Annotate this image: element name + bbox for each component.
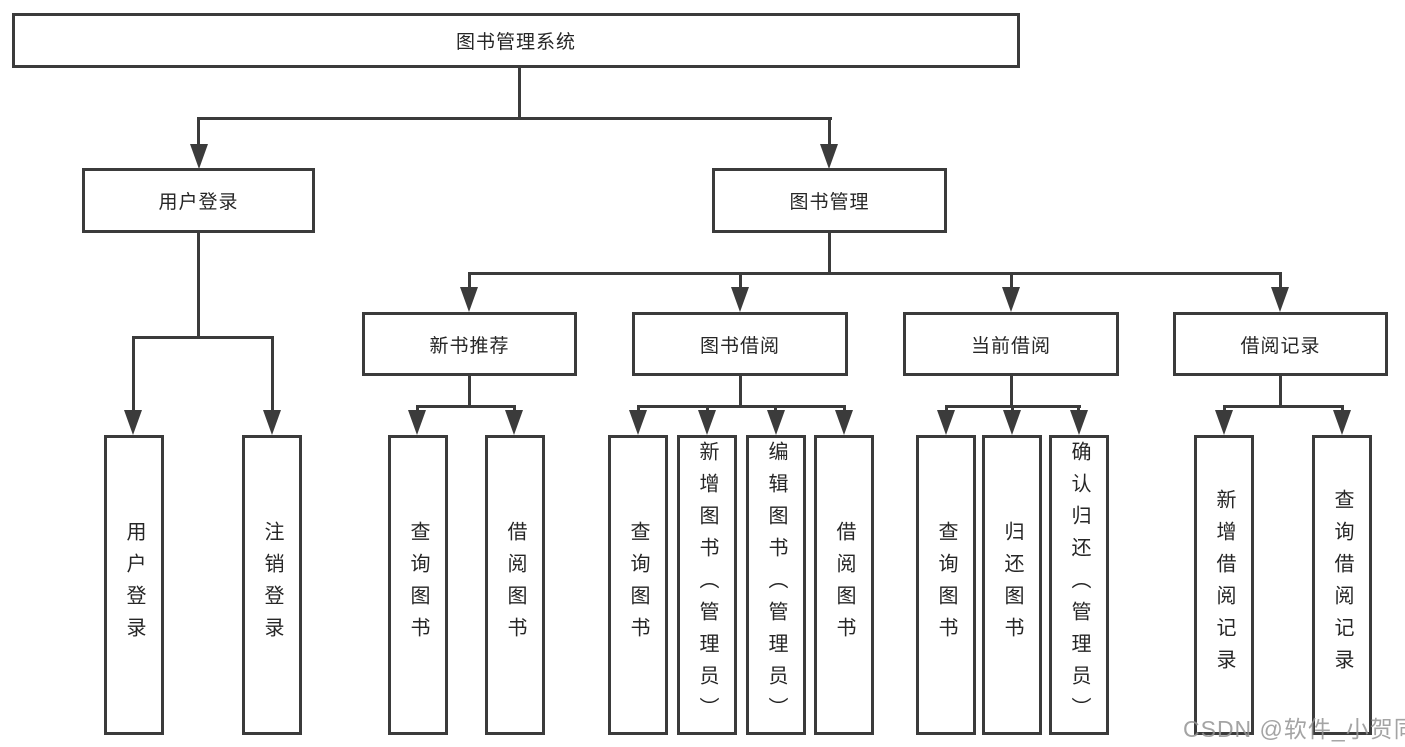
arrow-down-icon	[460, 287, 478, 312]
node-label: 图书借阅	[699, 335, 780, 357]
leaf-user-login: 用户登录	[104, 435, 164, 735]
leaf-current-query-book: 查询图书	[916, 435, 976, 735]
connector-new-book-down	[468, 376, 471, 406]
leaf-records-query-record: 查询借阅记录	[1312, 435, 1372, 735]
leaf-label: 查询借阅记录	[1331, 489, 1353, 681]
leaf-borrow-add-book-admin: 新增图书（管理员）	[677, 435, 737, 735]
leaf-records-add-record: 新增借阅记录	[1194, 435, 1254, 735]
leaf-label: 查询图书	[935, 521, 957, 649]
csdn-watermark: CSDN @软件_小贺同学	[1183, 716, 1405, 742]
node-label: 新书推荐	[429, 335, 510, 357]
arrow-down-icon	[835, 410, 853, 435]
connector-book-borrow-down	[739, 376, 742, 406]
leaf-borrow-borrow-book: 借阅图书	[814, 435, 874, 735]
arrow-down-icon	[124, 410, 142, 435]
arrow-down-icon	[629, 410, 647, 435]
connector-section-stem	[1279, 272, 1282, 289]
node-current-borrow: 当前借阅	[903, 312, 1119, 376]
leaf-newbook-borrow-book: 借阅图书	[485, 435, 545, 735]
connector-leaf-stem	[1077, 405, 1080, 413]
node-borrow-records: 借阅记录	[1173, 312, 1388, 376]
arrow-down-icon	[1215, 410, 1233, 435]
connector-root-stem	[518, 68, 521, 118]
node-user-login: 用户登录	[82, 168, 315, 233]
node-label: 图书管理	[789, 192, 870, 213]
arrow-down-icon	[1333, 410, 1351, 435]
node-label: 借阅记录	[1240, 335, 1321, 357]
connector-leaf-stem	[416, 405, 419, 413]
arrow-down-icon	[190, 144, 208, 169]
connector-leaf-stem	[1011, 405, 1014, 413]
connector-leaf-stem	[1223, 405, 1226, 413]
connector-current-borrow-down	[1010, 376, 1013, 406]
node-label: 当前借阅	[970, 335, 1051, 357]
arrow-down-icon	[263, 410, 281, 435]
leaf-logout: 注销登录	[242, 435, 302, 735]
connector-new-book-branch	[416, 405, 516, 408]
arrow-down-icon	[1070, 410, 1088, 435]
leaf-borrow-edit-book-admin: 编辑图书（管理员）	[746, 435, 806, 735]
leaf-label: 查询图书	[407, 521, 429, 649]
connector-leaf-stem	[132, 336, 135, 411]
leaf-label: 编辑图书（管理员）	[765, 441, 787, 729]
arrow-down-icon	[408, 410, 426, 435]
connector-root-branch	[197, 117, 832, 120]
connector-borrow-records-branch	[1223, 405, 1344, 408]
node-new-book-recommend: 新书推荐	[362, 312, 577, 376]
leaf-current-return-book: 归还图书	[982, 435, 1042, 735]
node-book-management: 图书管理	[712, 168, 947, 233]
arrow-down-icon	[937, 410, 955, 435]
connector-book-mgmt-branch	[468, 272, 1282, 275]
connector-book-borrow-branch	[637, 405, 846, 408]
connector-book-mgmt-stem	[828, 117, 831, 145]
connector-section-stem	[468, 272, 471, 289]
leaf-current-confirm-return-admin: 确认归还（管理员）	[1049, 435, 1109, 735]
arrow-down-icon	[505, 410, 523, 435]
node-library-management-system: 图书管理系统	[12, 13, 1020, 68]
arrow-down-icon	[1271, 287, 1289, 312]
connector-user-login-branch	[132, 336, 274, 339]
leaf-label: 查询图书	[627, 521, 649, 649]
connector-leaf-stem	[637, 405, 640, 413]
connector-borrow-records-down	[1279, 376, 1282, 406]
connector-section-stem	[739, 272, 742, 289]
node-label: 用户登录	[158, 192, 239, 213]
node-book-borrow: 图书借阅	[632, 312, 848, 376]
leaf-label: 新增借阅记录	[1213, 489, 1235, 681]
arrow-down-icon	[731, 287, 749, 312]
arrow-down-icon	[1003, 410, 1021, 435]
leaf-label: 新增图书（管理员）	[696, 441, 718, 729]
connector-leaf-stem	[271, 336, 274, 411]
connector-book-mgmt-down	[828, 233, 831, 273]
connector-section-stem	[1010, 272, 1013, 289]
arrow-down-icon	[698, 410, 716, 435]
arrow-down-icon	[820, 144, 838, 169]
connector-leaf-stem	[706, 405, 709, 413]
node-label: 图书管理系统	[455, 32, 576, 53]
leaf-label: 借阅图书	[833, 521, 855, 649]
leaf-label: 注销登录	[261, 521, 283, 649]
leaf-label: 借阅图书	[504, 521, 526, 649]
leaf-label: 确认归还（管理员）	[1068, 441, 1090, 729]
connector-leaf-stem	[945, 405, 948, 413]
leaf-label: 归还图书	[1001, 521, 1023, 649]
connector-user-login-down	[197, 233, 200, 337]
arrow-down-icon	[767, 410, 785, 435]
connector-leaf-stem	[843, 405, 846, 413]
connector-user-login-stem	[197, 117, 200, 145]
connector-leaf-stem	[774, 405, 777, 413]
leaf-newbook-query-book: 查询图书	[388, 435, 448, 735]
connector-leaf-stem	[513, 405, 516, 413]
leaf-borrow-query-book: 查询图书	[608, 435, 668, 735]
connector-leaf-stem	[1341, 405, 1344, 413]
arrow-down-icon	[1002, 287, 1020, 312]
leaf-label: 用户登录	[123, 521, 145, 649]
